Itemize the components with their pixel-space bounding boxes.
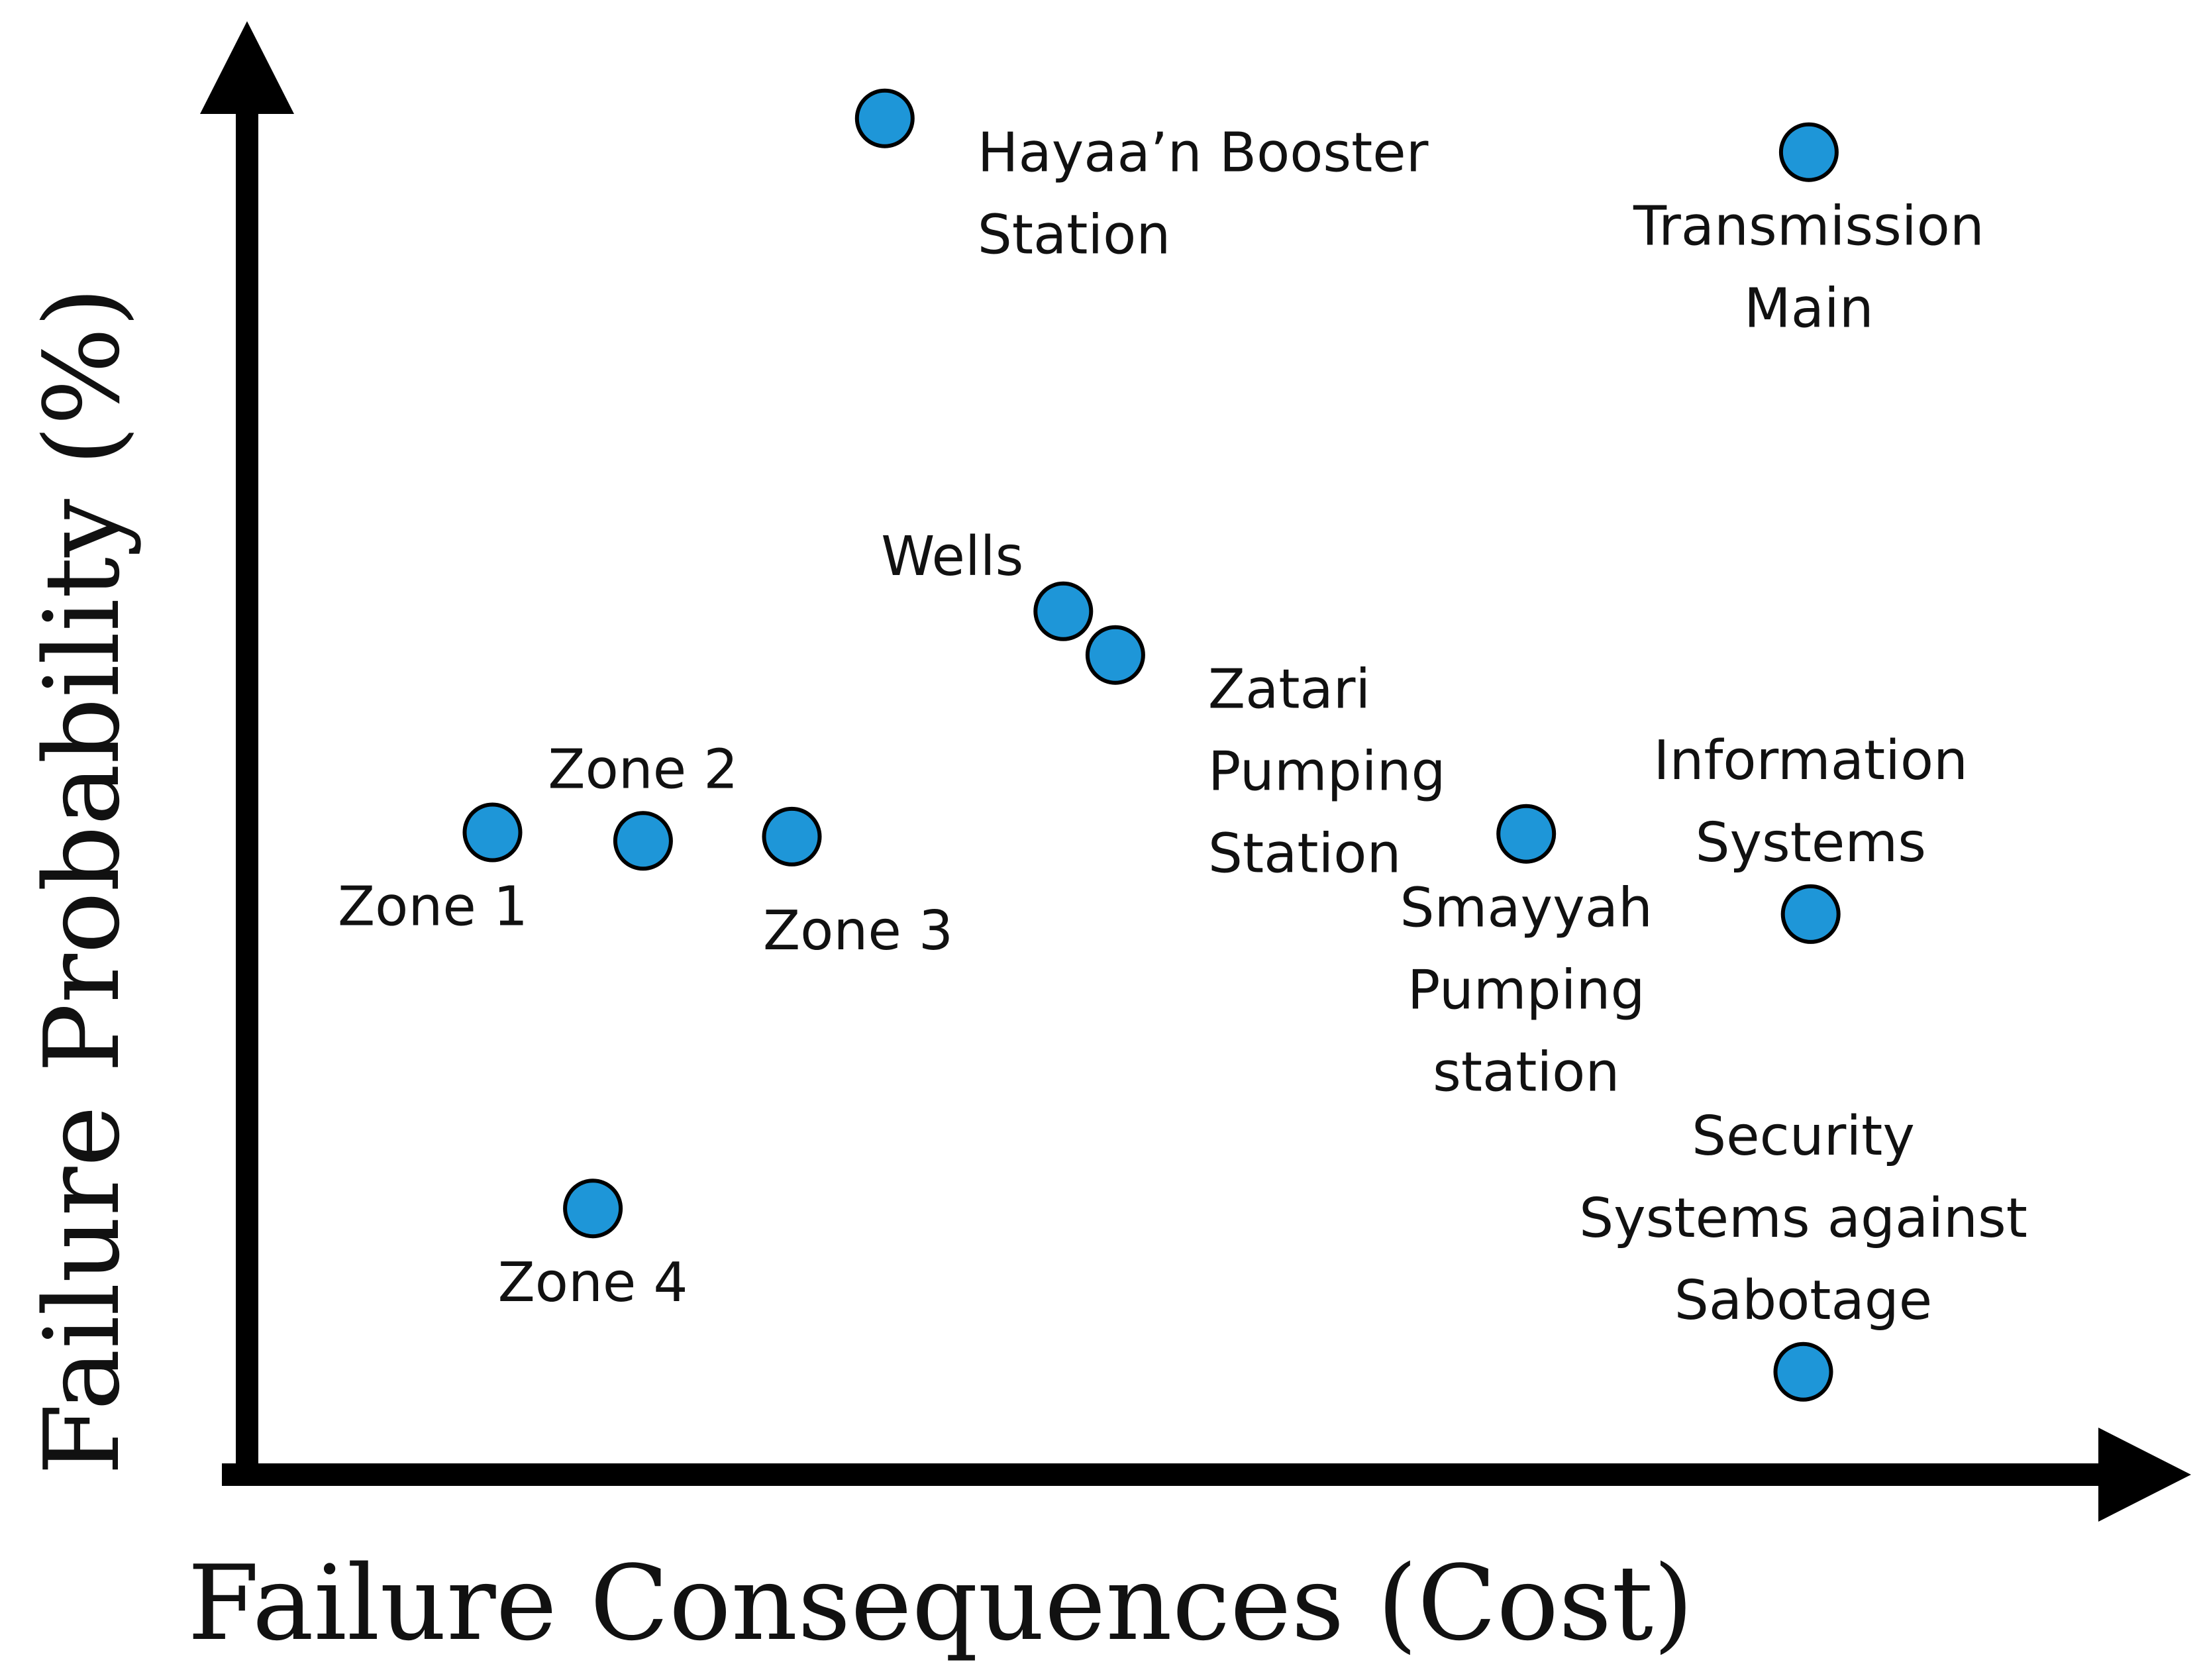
point-label-line: Transmission — [1633, 195, 1984, 258]
point-label-line: Security — [1692, 1105, 1915, 1168]
point-label-line: station — [1433, 1041, 1619, 1104]
point-label-line: Zone 3 — [763, 900, 953, 963]
point-label-wells: Wells — [881, 525, 1023, 588]
point-label-line: Hayaa’n Booster — [978, 122, 1429, 185]
axes — [200, 21, 2191, 1522]
point-label-line: Pumping — [1408, 959, 1645, 1022]
data-point-information-systems — [1780, 884, 1841, 944]
point-label-line: Zone 2 — [548, 738, 738, 801]
point-label-line: Station — [978, 204, 1171, 267]
point-label-line: Main — [1744, 278, 1874, 341]
data-point-transmission-main — [1778, 122, 1839, 182]
y-axis-arrowhead — [200, 21, 294, 114]
point-label-line: Systems — [1695, 812, 1926, 874]
point-label-line: Systems against — [1579, 1187, 2027, 1250]
point-label-zone-4: Zone 4 — [498, 1251, 688, 1314]
point-label-zone-3: Zone 3 — [763, 900, 953, 963]
point-label-line: Pumping — [1208, 741, 1446, 804]
point-label-line: Station — [1208, 823, 1402, 886]
data-point-zone-1 — [462, 802, 523, 863]
point-label-line: Sabotage — [1674, 1269, 1932, 1332]
point-label-line: Zone 1 — [338, 876, 528, 939]
data-point-wells — [1033, 581, 1094, 641]
data-point-hayaa-n-booster-station — [854, 88, 915, 148]
point-label-zone-2: Zone 2 — [548, 738, 738, 801]
x-axis-title: Failure Consequences (Cost) — [187, 1543, 1694, 1663]
data-point-zone-2 — [613, 811, 673, 871]
point-label-line: Information — [1653, 729, 1968, 792]
y-axis-title: Failure Probability (%) — [22, 287, 142, 1475]
point-label-line: Smayyah — [1400, 877, 1652, 940]
data-point-smayyah-pumping-station — [1496, 804, 1557, 864]
data-point-zone-3 — [762, 806, 822, 866]
data-points — [462, 88, 1841, 1402]
data-point-zatari-pumping-station — [1085, 625, 1145, 685]
data-point-security-systems-against-sabotage — [1773, 1341, 1833, 1402]
data-point-zone-4 — [563, 1179, 623, 1239]
point-label-line: Wells — [881, 525, 1023, 588]
point-label-line: Zatari — [1208, 658, 1370, 721]
point-label-line: Zone 4 — [498, 1251, 688, 1314]
point-label-zone-1: Zone 1 — [338, 876, 528, 939]
x-axis-arrowhead — [2098, 1428, 2191, 1522]
